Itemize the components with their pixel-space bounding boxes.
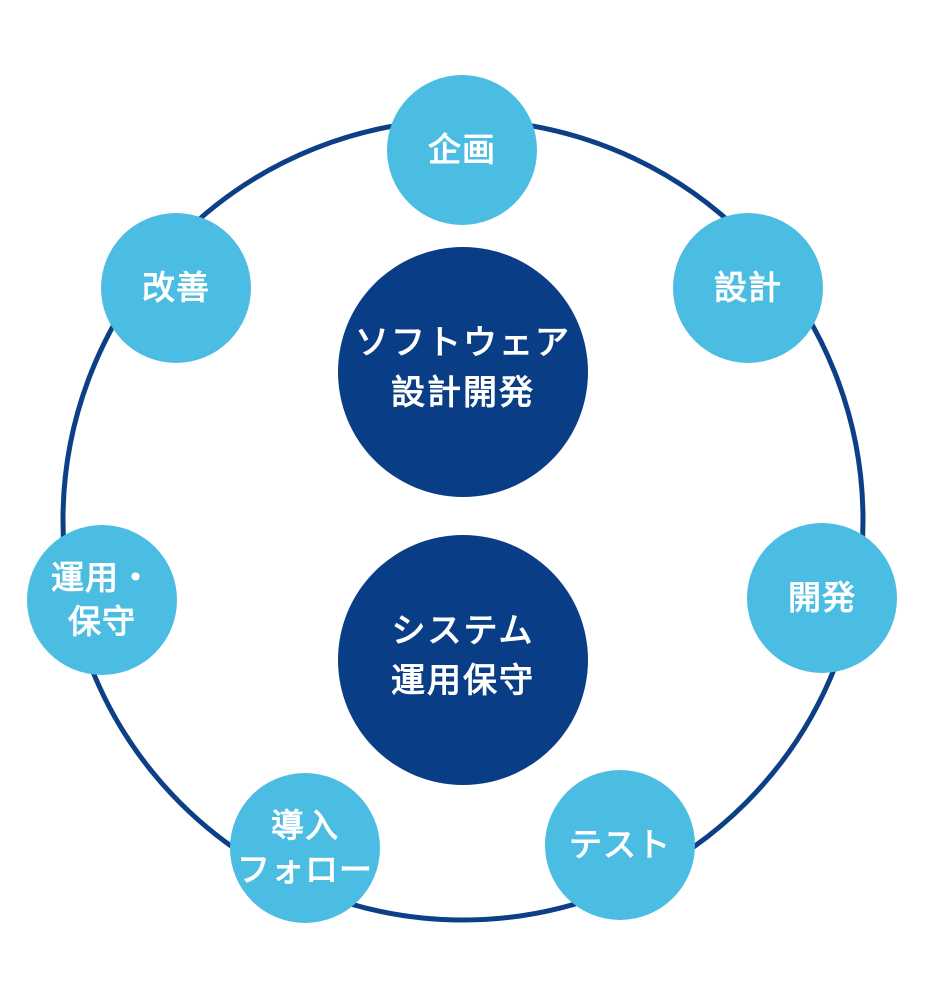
center-circle-system-maintenance	[338, 535, 588, 785]
stage-label-improvement: 改善	[142, 268, 210, 307]
stage-circle-improvement	[101, 213, 251, 363]
stage-label-planning: 企画	[428, 130, 496, 169]
stage-circle-test	[545, 770, 695, 920]
stage-label-test: テスト	[569, 825, 671, 864]
center-label-top: ソフトウェア 設計開発	[355, 323, 571, 413]
center-label-bottom: システム 運用保守	[391, 611, 535, 701]
center-circle-software-development	[338, 247, 588, 497]
stage-label-design: 設計	[714, 268, 782, 307]
stage-circle-deployment-followup	[230, 773, 380, 923]
stage-circle-design	[673, 213, 823, 363]
stage-circle-operation-maintenance	[27, 525, 177, 675]
stage-circle-planning	[387, 75, 537, 225]
stage-label-operation-maintenance: 運用・ 保守	[51, 558, 153, 641]
stage-label-development: 開発	[788, 578, 856, 617]
stage-circle-development	[747, 523, 897, 673]
stage-label-deployment-followup: 導入 フォロー	[237, 806, 373, 889]
